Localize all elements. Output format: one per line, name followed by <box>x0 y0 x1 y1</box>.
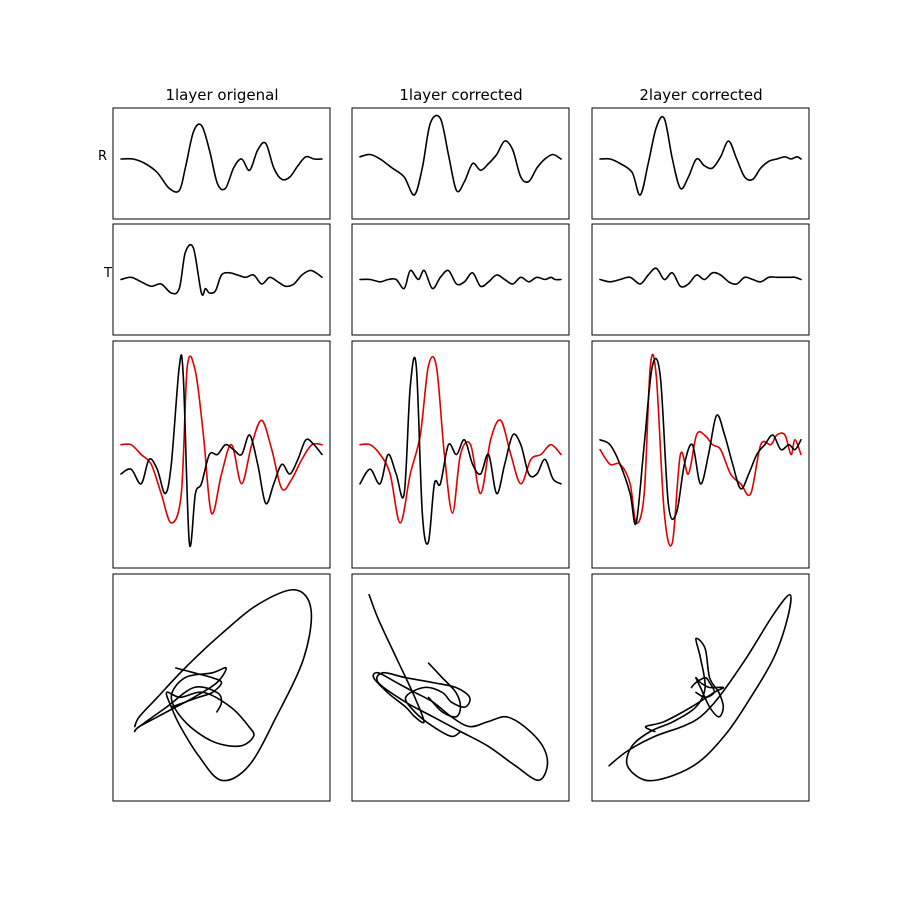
panel-wave-col2 <box>351 340 570 569</box>
trace-wave-col2-series1 <box>359 355 562 524</box>
column-title-1: 1layer origenal <box>165 86 278 104</box>
row-label-t: T <box>103 266 112 281</box>
trace-t-col2-series1 <box>359 269 562 290</box>
panel-t-col3 <box>591 223 810 336</box>
trace-r-col1-series1 <box>120 123 323 193</box>
trace-r-col2-series1 <box>359 114 562 196</box>
panel-r-col2 <box>351 107 570 220</box>
panel-r-col1 <box>112 107 331 220</box>
trace-wave-col1-series1 <box>120 355 323 524</box>
trace-loop-col2-series1 <box>368 593 549 782</box>
column-title-3: 2layer corrected <box>639 86 762 104</box>
trace-wave-col3-series2 <box>599 357 802 526</box>
trace-loop-col3-series1 <box>608 593 792 782</box>
panel-t-col1 <box>112 223 331 336</box>
trace-r-col3-series1 <box>599 115 802 196</box>
trace-loop-col2-series2 <box>427 662 462 718</box>
trace-t-col1-series1 <box>120 243 323 296</box>
trace-loop-col1-series1 <box>133 588 313 782</box>
panel-loop-col1 <box>112 573 331 802</box>
trace-loop-col3-series2 <box>690 676 716 699</box>
panel-wave-col3 <box>591 340 810 569</box>
panel-grid <box>112 107 810 802</box>
column-title-2: 1layer corrected <box>399 86 522 104</box>
panel-loop-col3 <box>591 573 810 802</box>
panel-t-col2 <box>351 223 570 336</box>
row-label-r: R <box>98 149 107 164</box>
trace-wave-col2-series2 <box>359 356 562 545</box>
panel-r-col3 <box>591 107 810 220</box>
trace-wave-col1-series2 <box>120 354 323 547</box>
panel-loop-col2 <box>351 573 570 802</box>
panel-wave-col1 <box>112 340 331 569</box>
trace-t-col3-series1 <box>599 267 802 288</box>
trace-loop-col1-series2 <box>170 667 223 708</box>
